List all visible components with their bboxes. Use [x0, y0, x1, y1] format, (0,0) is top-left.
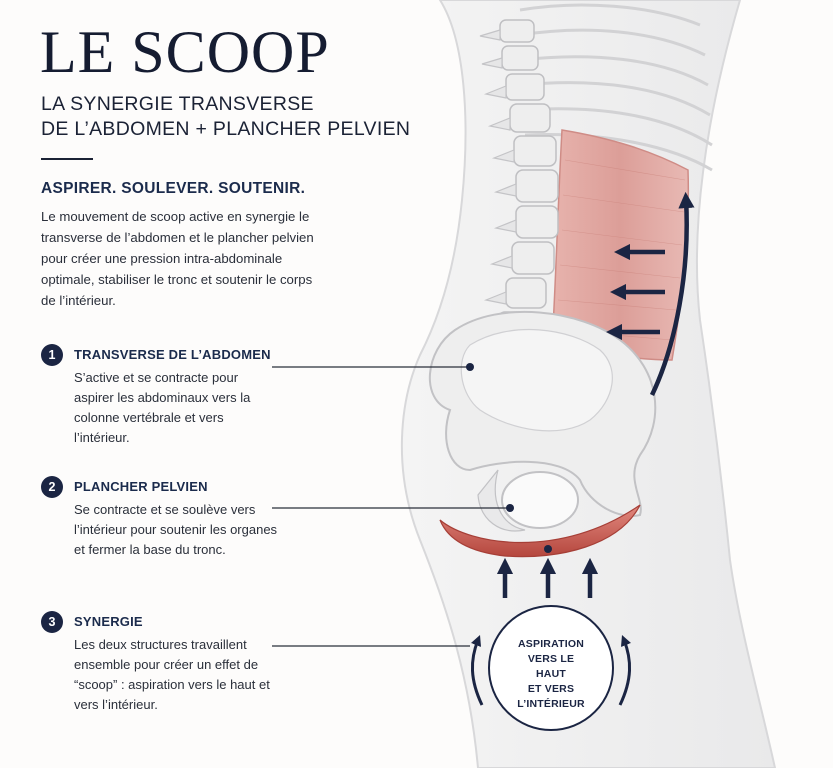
- title-divider: [41, 158, 93, 160]
- callout-body-3: Les deux structures travaillent ensemble…: [74, 637, 270, 712]
- pelvis-inner: [460, 329, 613, 432]
- inward-arrows: [605, 243, 665, 341]
- subtitle-line-1: LA SYNERGIE TRANSVERSE: [41, 93, 314, 115]
- page-title: LE SCOOP: [40, 19, 330, 85]
- lift-arrows: [496, 557, 599, 598]
- subtitle-line-2: DE L’ABDOMEN + PLANCHER PELVIEN: [41, 118, 411, 140]
- callout-number-3: 3: [41, 611, 63, 633]
- ribcage: [519, 3, 713, 172]
- upward-curved-arrow: [649, 191, 695, 396]
- aspiration-label-line-4: L’INTÉRIEUR: [517, 698, 585, 710]
- callout-number-1: 1: [41, 344, 63, 366]
- subtitle: LA SYNERGIE TRANSVERSE DE L’ABDOMEN + PL…: [41, 92, 461, 142]
- leader-dots: [466, 363, 552, 553]
- pelvic-floor-muscle: [439, 504, 641, 558]
- lead-body: Le mouvement de scoop active en synergie…: [41, 209, 314, 308]
- ischium: [477, 469, 526, 532]
- aspiration-label: ASPIRATION VERS LE HAUT ET VERS L’INTÉRI…: [513, 637, 589, 712]
- circle-side-arrows: [470, 634, 632, 706]
- aspiration-circle: [488, 605, 614, 731]
- spinous-processes: [479, 29, 517, 305]
- callout-number-2: 2: [41, 476, 63, 498]
- aspiration-label-line-3: ET VERS: [527, 683, 575, 695]
- callout-body-1: S’active et se contracte pour aspirer le…: [74, 370, 251, 445]
- leader-lines: [272, 366, 510, 647]
- obturator-foramen: [501, 471, 579, 529]
- callout-heading-3: SYNERGIE: [74, 614, 143, 629]
- aspiration-label-line-1: ASPIRATION: [518, 638, 584, 650]
- lead-heading: ASPIRER. SOULEVER. SOUTENIR.: [41, 180, 306, 197]
- aspiration-label-line-2: VERS LE HAUT: [527, 653, 575, 680]
- callout-heading-1: TRANSVERSE DE L’ABDOMEN: [74, 347, 271, 362]
- callout-body-2: Se contracte et se soulève vers l’intéri…: [74, 502, 278, 557]
- callout-heading-2: PLANCHER PELVIEN: [74, 479, 208, 494]
